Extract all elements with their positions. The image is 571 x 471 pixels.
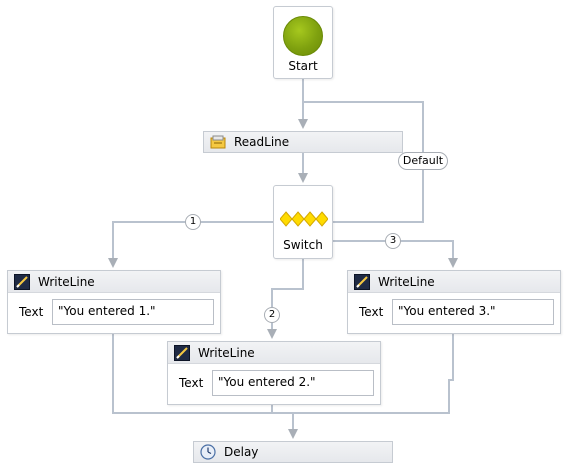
connector-wl1-delay: [112, 334, 293, 414]
writeline-icon: [354, 273, 370, 290]
start-circle-icon: [283, 16, 323, 56]
text-field-input[interactable]: "You entered 1.": [52, 299, 214, 325]
writeline-title: WriteLine: [198, 345, 255, 360]
writeline-activity-1[interactable]: WriteLine Text "You entered 1.": [7, 270, 221, 334]
text-field-label: Text: [179, 376, 204, 390]
switch-node[interactable]: Switch: [273, 185, 333, 259]
writeline-title: WriteLine: [38, 274, 95, 289]
connector-wl2-delay: [271, 405, 298, 439]
connector-switch-case1: [108, 221, 273, 268]
case-label-3[interactable]: 3: [385, 233, 401, 249]
connector-wl3-delay: [293, 334, 454, 414]
readline-activity[interactable]: ReadLine: [203, 131, 403, 153]
default-case-label[interactable]: Default: [398, 152, 448, 170]
delay-label: Delay: [224, 445, 259, 459]
writeline-title: WriteLine: [378, 274, 435, 289]
switch-diamonds-icon: [280, 211, 328, 227]
case-label-2[interactable]: 2: [264, 307, 280, 323]
case-label-1[interactable]: 1: [185, 214, 201, 230]
connector-switch-case3: [333, 240, 458, 268]
text-field-label: Text: [19, 305, 44, 319]
text-field-label: Text: [359, 305, 384, 319]
start-label: Start: [288, 59, 318, 73]
clock-icon: [200, 444, 216, 460]
start-node[interactable]: Start: [273, 6, 333, 79]
readline-icon: [210, 135, 226, 149]
text-field-input[interactable]: "You entered 3.": [392, 299, 554, 325]
readline-label: ReadLine: [234, 135, 290, 149]
writeline-activity-2[interactable]: WriteLine Text "You entered 2.": [167, 341, 381, 405]
connector-switch-case2: [267, 259, 304, 339]
writeline-activity-3[interactable]: WriteLine Text "You entered 3.": [347, 270, 561, 334]
writeline-icon: [174, 344, 190, 361]
delay-activity[interactable]: Delay: [193, 441, 393, 463]
text-field-input[interactable]: "You entered 2.": [212, 370, 374, 396]
writeline-icon: [14, 273, 30, 290]
switch-label: Switch: [283, 238, 323, 252]
